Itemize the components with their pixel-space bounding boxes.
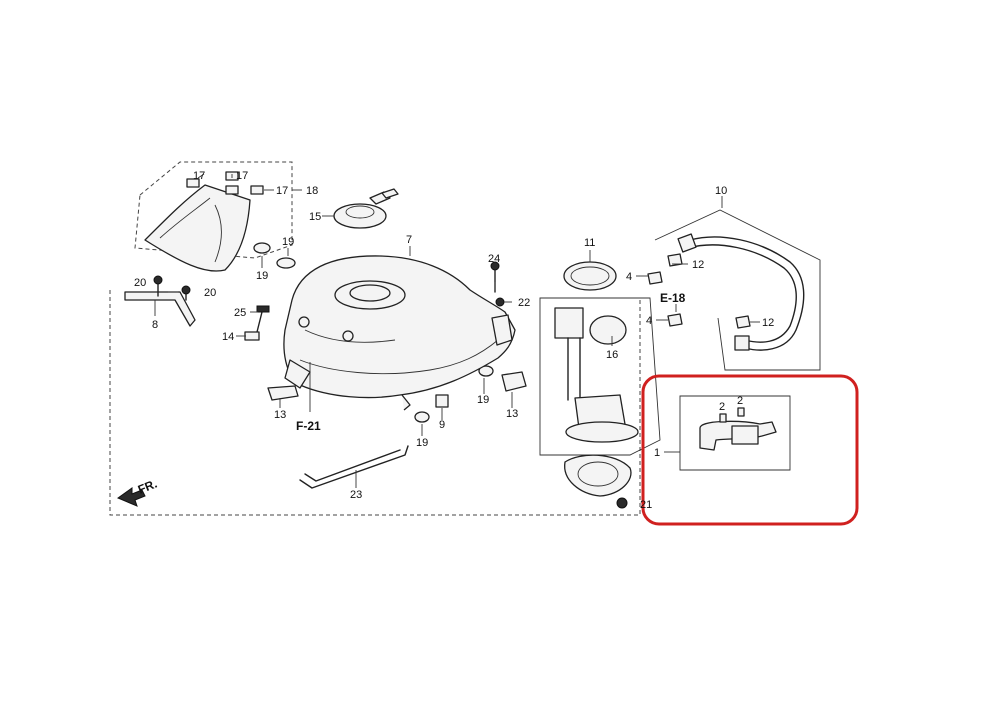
tank-top-cover <box>134 161 293 272</box>
callout-17: 17 <box>193 170 205 182</box>
leader-lines <box>154 173 513 488</box>
callout-2: 2 <box>719 401 725 413</box>
fuel-hose-group <box>589 196 821 371</box>
callout-25: 25 <box>234 307 246 319</box>
callout-19: 19 <box>477 394 489 406</box>
callout-4: 4 <box>646 315 652 327</box>
assembly-frame <box>109 290 641 516</box>
reference-e18: E-18 <box>660 291 686 305</box>
callout-15: 15 <box>309 211 321 223</box>
direction-label: FR. <box>136 477 159 497</box>
fuel-pump-group <box>539 261 661 509</box>
callout-17: 17 <box>276 185 288 197</box>
callout-13: 13 <box>506 408 518 420</box>
highlight-box <box>641 374 859 526</box>
callout-16: 16 <box>606 349 618 361</box>
callout-7: 7 <box>406 234 412 246</box>
callout-numbers: 17 17 17 18 15 7 19 19 20 20 8 25 14 13 … <box>134 170 774 511</box>
drain-hose <box>299 445 409 489</box>
callout-13: 13 <box>274 409 286 421</box>
grommets <box>253 242 494 423</box>
front-arrow <box>116 487 146 507</box>
callout-2: 2 <box>737 395 743 407</box>
callout-19: 19 <box>256 270 268 282</box>
callout-21: 21 <box>640 499 652 511</box>
callout-14: 14 <box>222 331 234 343</box>
callout-17: 17 <box>236 170 248 182</box>
highlighted-fuel-hose <box>641 374 859 526</box>
mount-parts <box>244 261 527 408</box>
callout-8: 8 <box>152 319 158 331</box>
callout-18: 18 <box>306 185 318 197</box>
callout-4: 4 <box>626 271 632 283</box>
callout-24: 24 <box>488 253 500 265</box>
fuel-cap <box>333 188 399 229</box>
reference-f21: F-21 <box>296 419 321 433</box>
callout-10: 10 <box>715 185 727 197</box>
callout-19: 19 <box>416 437 428 449</box>
callout-19: 19 <box>282 236 294 248</box>
callout-22: 22 <box>518 297 530 309</box>
callout-12: 12 <box>692 259 704 271</box>
callout-9: 9 <box>439 419 445 431</box>
bracket <box>124 275 196 327</box>
fuel-tank <box>283 255 516 411</box>
callout-23: 23 <box>350 489 362 501</box>
callout-11: 11 <box>584 237 595 249</box>
callout-20: 20 <box>204 287 216 299</box>
callout-20: 20 <box>134 277 146 289</box>
callout-12: 12 <box>762 317 774 329</box>
callout-1: 1 <box>654 447 660 459</box>
